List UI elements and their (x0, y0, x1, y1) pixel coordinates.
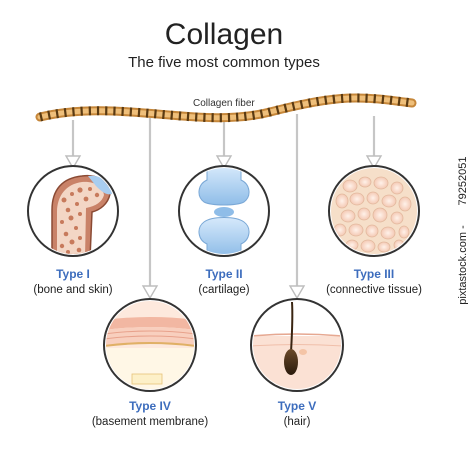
watermark-id: 79252051 (457, 157, 468, 206)
arrow-head-type-4 (141, 285, 159, 300)
type-1-circle (27, 165, 119, 257)
arrow-head-type-1 (64, 155, 82, 170)
type-2-description: (cartilage) (198, 284, 249, 296)
type-5-name: Type V (278, 399, 316, 413)
type-4-circle (103, 298, 197, 392)
type-2-name: Type II (205, 267, 242, 281)
type-3-name: Type III (354, 267, 394, 281)
type-4-description: (basement membrane) (92, 416, 208, 428)
cartilage-joint-icon (181, 168, 267, 254)
arrow-head-type-2 (215, 155, 233, 170)
page-subtitle: The five most common types (128, 54, 320, 71)
type-3-description: (connective tissue) (326, 284, 422, 296)
type-1-name: Type I (56, 267, 90, 281)
arrow-head-type-5 (288, 285, 306, 300)
fiber-bands (38, 93, 413, 123)
type-5-description: (hair) (284, 416, 311, 428)
arrows (64, 114, 383, 300)
stock-watermark: pixtastock.com - 79252051 (457, 157, 468, 305)
connective-tissue-icon (331, 168, 417, 254)
watermark-source: pixtastock.com - (457, 225, 468, 305)
fiber-label: Collagen fiber (193, 98, 255, 109)
collagen-fiber (35, 93, 417, 123)
arrow-head-type-3 (365, 155, 383, 170)
bone-icon (30, 168, 116, 254)
type-5-circle (250, 298, 344, 392)
type-1-description: (bone and skin) (33, 284, 112, 296)
type-4-name: Type IV (129, 399, 171, 413)
type-2-circle (178, 165, 270, 257)
page-title: Collagen (165, 18, 283, 51)
type-3-circle (328, 165, 420, 257)
